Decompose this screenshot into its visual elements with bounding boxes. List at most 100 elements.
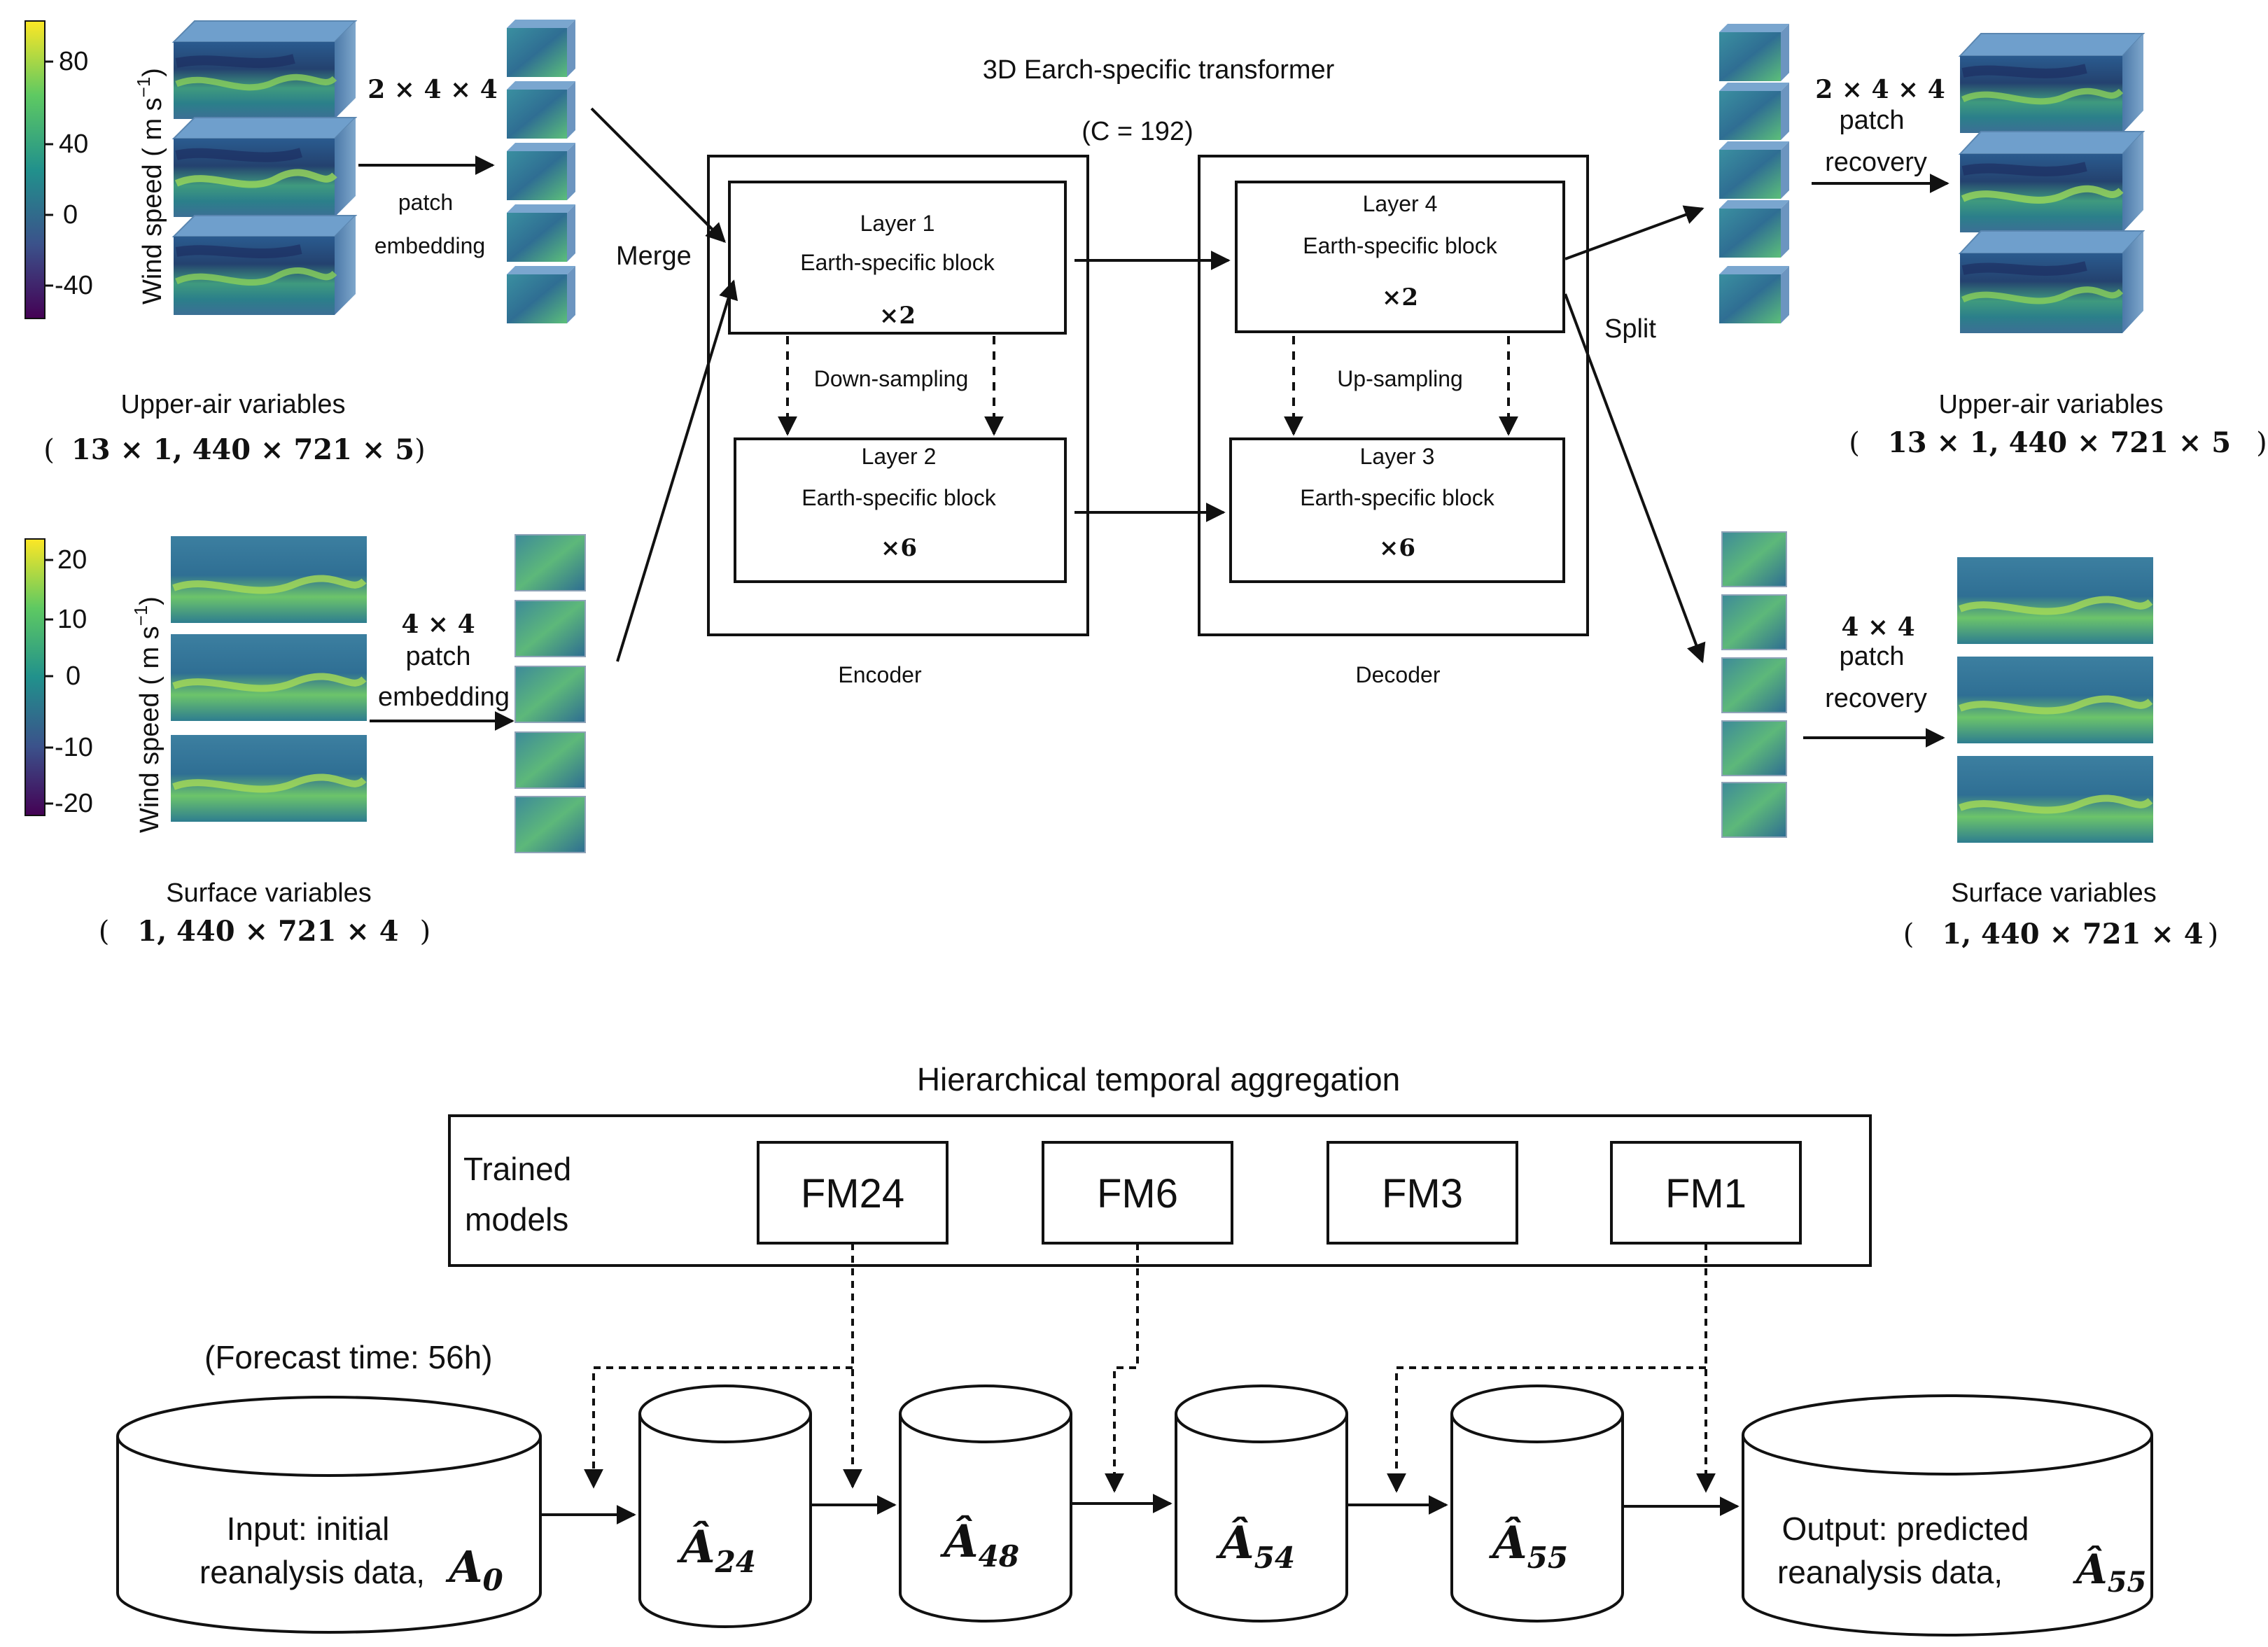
upper-air-cube (172, 20, 358, 119)
output-surface-caption: Surface variables (1951, 878, 2157, 908)
patch-token (514, 731, 586, 789)
surface-patch-tokens (514, 534, 586, 853)
model-fm6-label: FM6 (1097, 1171, 1178, 1217)
surface-patch-word: patch (406, 642, 471, 671)
layer-4-title: Layer 4 (1363, 191, 1438, 216)
state-cylinder-a54: Â54 (1175, 1385, 1348, 1623)
channel-count: (C = 192) (1082, 117, 1193, 146)
chain-arrows (542, 1494, 1740, 1525)
input-label-line2: reanalysis data, (200, 1554, 425, 1590)
decoder-box (1198, 155, 1589, 636)
model-fm3-label: FM3 (1382, 1171, 1463, 1217)
output-upper-patch-size: 2 × 4 × 4 (1815, 75, 1945, 104)
colorbar-surface-tick-0: 20 (57, 545, 87, 575)
upper-patch-action: embedding (374, 233, 485, 258)
colorbar-surface-tick-2: 0 (66, 661, 80, 691)
layer-3-title: Layer 3 (1360, 444, 1435, 469)
patch-token (514, 666, 586, 723)
trained-models-box (448, 1114, 1872, 1267)
output-upper-air-cube-stack (1958, 33, 2146, 333)
output-surface-patch-size: 4 × 4 (1841, 612, 1914, 642)
encoder-label: Encoder (838, 662, 922, 687)
output-upper-air-group: 2 × 4 × 4 patch recovery (1719, 24, 2267, 459)
state-a48-symbol: Â48 (940, 1515, 1019, 1574)
colorbar-surface-tick-4: -20 (55, 789, 93, 818)
model-fm1: FM1 (1610, 1141, 1802, 1245)
patch-token (507, 266, 575, 323)
input-data-cylinder: Input: initial reanalysis data, A0 (116, 1396, 542, 1634)
aggregation-section: Hierarchical temporal aggregation Traine… (116, 1061, 2153, 1637)
layer-2-block: Layer 2 Earth-specific block ×6 (734, 437, 1067, 583)
surface-field (171, 634, 367, 721)
patch-token (514, 600, 586, 657)
layer-2-block-name: Earth-specific block (802, 485, 996, 510)
upper-air-cube (172, 117, 358, 217)
transformer-section: 3D Earch-specific transformer (C = 192) … (590, 55, 1706, 687)
output-label-line2: reanalysis data, (1777, 1554, 2003, 1590)
surface-patch-action: embedding (378, 682, 510, 712)
layer-4-block: Layer 4 Earth-specific block ×2 (1235, 181, 1565, 333)
input-upper-air-group: 80 40 0 -40 Wind speed ( m s−1) (24, 20, 575, 466)
output-data-cylinder: Output: predicted reanalysis data, Â55 (1742, 1394, 2153, 1637)
input-upper-caption: Upper-air variables (120, 390, 345, 419)
upper-air-cube (1958, 230, 2146, 333)
output-upper-caption: Upper-air variables (1938, 390, 2163, 419)
output-surface-patch-tokens (1721, 531, 1787, 838)
layer-3-block: Layer 3 Earth-specific block ×6 (1229, 437, 1565, 583)
split-arrow-upper (1564, 205, 1704, 260)
colorbar-surface-tick-3: -10 (55, 733, 93, 762)
input-symbol: A0 (445, 1541, 503, 1597)
upper-patch-size: 2 × 4 × 4 (368, 75, 498, 104)
patch-token (1721, 594, 1787, 650)
output-symbol: Â55 (2073, 1546, 2147, 1599)
output-label-line1: Output: predicted (1782, 1511, 2029, 1547)
colorbar-upper (24, 20, 46, 319)
input-surface-dims: (1, 440 × 721 × 4) (99, 915, 430, 948)
layer-1-repeat: ×2 (879, 302, 916, 330)
model-fm3: FM3 (1326, 1141, 1518, 1245)
merge-arrow-upper (590, 107, 726, 243)
colorbar-upper-tick-0: 80 (59, 47, 88, 76)
surface-field (1957, 557, 2153, 644)
down-sampling-label: Down-sampling (814, 366, 969, 391)
surface-field (171, 536, 367, 623)
surface-field-stack (171, 536, 367, 822)
model-connectors (584, 1243, 1716, 1493)
split-arrow-surface (1564, 293, 1706, 664)
upper-air-cube-stack (172, 20, 358, 315)
input-surface-group: 20 10 0 -10 -20 Wind speed ( m s−1) 4 × … (24, 534, 586, 948)
patch-token (1719, 83, 1789, 140)
output-surface-patch-action: recovery (1825, 684, 1927, 713)
colorbar-upper-label: Wind speed ( m s−1) (133, 68, 167, 304)
patch-token (507, 20, 575, 77)
colorbar-surface-label: Wind speed ( m s−1) (130, 596, 164, 833)
output-surface-group: 4 × 4 patch recovery Surface variables (… (1721, 531, 2218, 951)
patch-token (514, 796, 586, 853)
colorbar-surface (24, 538, 46, 816)
aggregation-title: Hierarchical temporal aggregation (917, 1061, 1400, 1098)
forecast-time: (Forecast time: 56h) (204, 1339, 493, 1375)
state-a54-symbol: Â54 (1216, 1517, 1295, 1575)
upper-air-cube (1958, 131, 2146, 232)
layer-3-repeat: ×6 (1379, 534, 1415, 562)
patch-token (1719, 200, 1789, 258)
patch-token (507, 143, 575, 200)
colorbar-surface-tick-1: 10 (57, 605, 87, 634)
patch-token (1721, 782, 1787, 838)
merge-arrow-surface (616, 279, 738, 662)
model-fm24: FM24 (757, 1141, 948, 1245)
layer-1-block: Layer 1 Earth-specific block ×2 (728, 181, 1067, 335)
trained-models-label-line2: models (465, 1201, 568, 1238)
model-fm24-label: FM24 (801, 1171, 904, 1217)
layer-1-title: Layer 1 (860, 211, 935, 236)
layer-2-repeat: ×6 (881, 534, 917, 562)
input-label-line1: Input: initial (227, 1511, 390, 1547)
merge-label: Merge (616, 241, 692, 271)
colorbar-surface-ticks: 20 10 0 -10 -20 (45, 545, 93, 818)
patch-token (1719, 266, 1789, 323)
up-sampling-label: Up-sampling (1337, 366, 1463, 391)
input-surface-caption: Surface variables (166, 878, 372, 908)
state-cylinder-a55: Â55 (1450, 1385, 1624, 1623)
transformer-title: 3D Earch-specific transformer (983, 55, 1335, 85)
